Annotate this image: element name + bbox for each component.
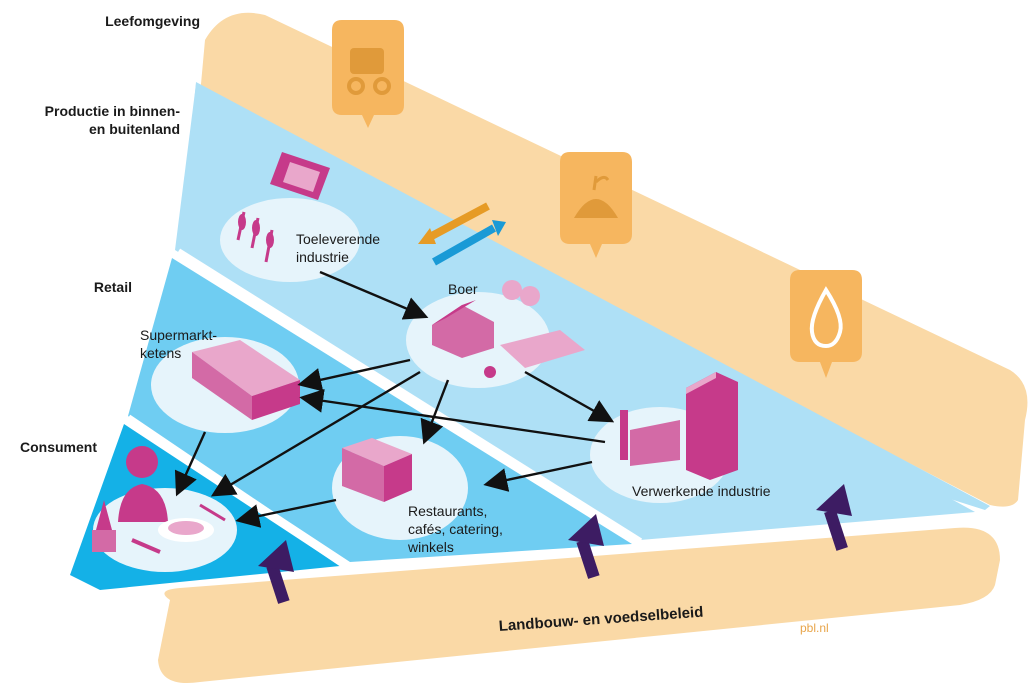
factory-icon: [620, 372, 738, 480]
layer-label-production-line2: en buitenland: [89, 121, 180, 137]
restaurants-label-line3: winkels: [407, 539, 454, 555]
farm-icon: [432, 280, 585, 378]
processing-label: Verwerkende industrie: [632, 483, 771, 499]
arrow-supplier-farmer: [319, 270, 429, 320]
policy-arrow-retail: [568, 514, 604, 579]
flow-arrows: [174, 270, 615, 528]
source-label: pbl.nl: [800, 621, 829, 635]
restaurants-label-line2: cafés, catering,: [408, 521, 503, 537]
consumer-icon: [92, 446, 226, 554]
arrow-processing-supermarket: [299, 388, 606, 444]
policy-arrow-consumer: [258, 540, 294, 604]
arrow-farmer-supermarket: [297, 358, 411, 392]
layer-label-production: Productie in binnen- en buitenland: [10, 102, 180, 138]
supplier-label-line1: Toeleverende: [296, 231, 380, 247]
living-environment-band: [200, 12, 1028, 507]
policy-arrows: [258, 484, 852, 604]
wheat-icon: [236, 211, 274, 263]
policy-band: [158, 527, 1000, 684]
supermarket-icon: [192, 340, 300, 420]
policy-arrow-production: [816, 484, 852, 551]
exchange-arrows: [418, 202, 506, 266]
layer-label-production-line1: Productie in binnen-: [44, 103, 180, 119]
arrow-processing-restaurants: [483, 460, 593, 492]
soil-icon: [560, 152, 632, 258]
layer-label-living-environment: Leefomgeving: [105, 13, 200, 29]
arrow-farmer-consumer: [210, 370, 421, 497]
water-drop-icon: [790, 270, 862, 378]
arrow-farmer-restaurants: [420, 379, 450, 445]
restaurants-label-line1: Restaurants,: [408, 503, 487, 519]
production-band-fill: [175, 84, 975, 540]
supplier-node: [220, 198, 360, 282]
tractor-icon: [332, 20, 404, 128]
supermarket-label-line1: Supermarkt-: [140, 327, 217, 343]
arrow-supermarket-consumer: [174, 431, 207, 497]
restaurant-icon: [342, 438, 412, 502]
supermarket-label-line2: ketens: [140, 345, 181, 361]
supplier-label-line2: industrie: [296, 249, 349, 265]
layer-label-retail: Retail: [93, 279, 132, 295]
layer-label-consumer: Consument: [20, 439, 97, 455]
farmer-label: Boer: [448, 281, 478, 297]
seed-package-icon: [270, 152, 330, 200]
arrow-farmer-processing: [524, 370, 615, 423]
arrow-restaurants-consumer: [235, 498, 337, 528]
